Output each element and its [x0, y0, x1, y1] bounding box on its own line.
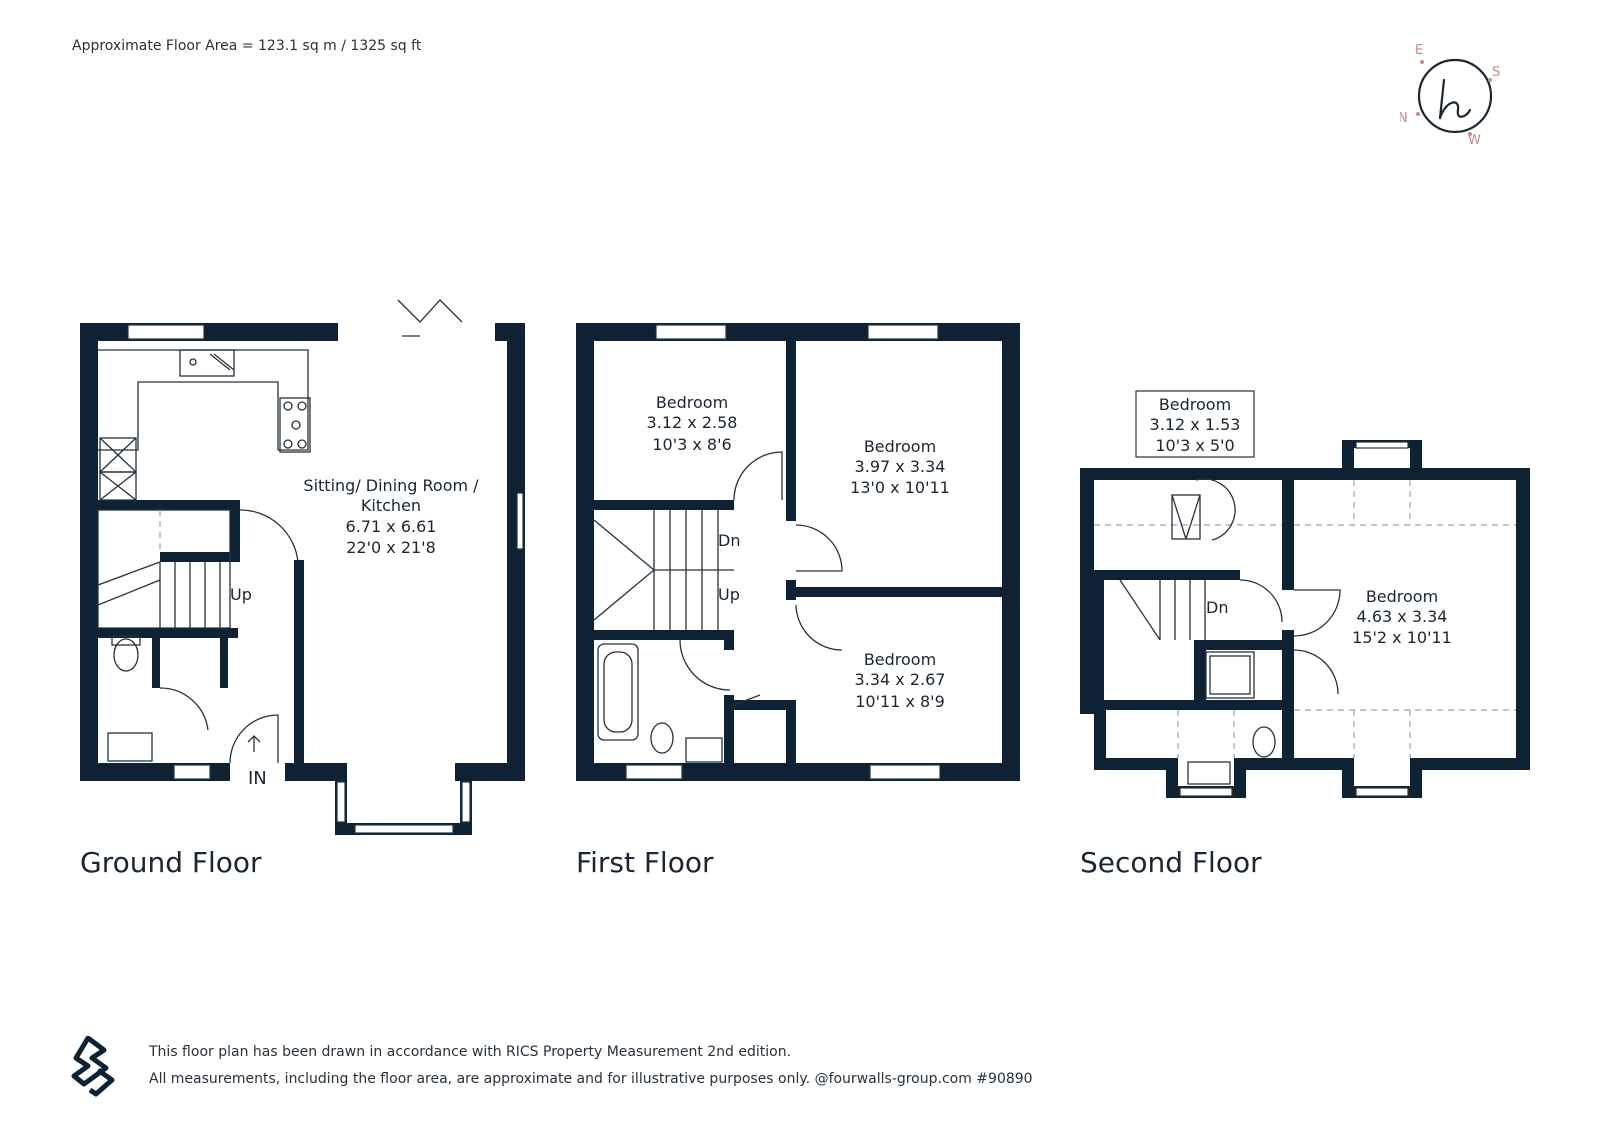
ff-bedroom-c-metric: 3.34 x 2.67 — [855, 670, 946, 689]
sf-stairs-down-label: Dn — [1206, 598, 1228, 617]
ff-bedroom-a-name: Bedroom — [656, 393, 728, 412]
compass-letter-s: S — [1492, 65, 1500, 80]
second-floor-plan — [1080, 390, 1530, 798]
compass-letter-e: E — [1415, 43, 1423, 58]
gf-room-name-line2: Kitchen — [361, 496, 421, 515]
compass-letter-n: N — [1400, 111, 1408, 126]
compass-letter-w: W — [1468, 133, 1481, 148]
sf-bedroom-large-metric: 4.63 x 3.34 — [1357, 607, 1448, 626]
ff-bedroom-b-imperial: 13'0 x 10'11 — [850, 478, 950, 497]
sf-bedroom-small-imperial: 10'3 x 5'0 — [1155, 436, 1234, 455]
sf-bedroom-large-imperial: 15'2 x 10'11 — [1352, 628, 1452, 647]
first-floor-title: First Floor — [576, 846, 714, 879]
ground-floor-title: Ground Floor — [80, 846, 262, 879]
compass-logo-icon: E S N W — [1400, 43, 1500, 148]
gf-room-imperial: 22'0 x 21'8 — [346, 538, 436, 557]
gf-stairs-up-label: Up — [230, 585, 252, 604]
ff-bedroom-c-imperial: 10'11 x 8'9 — [855, 692, 945, 711]
sf-bedroom-large-name: Bedroom — [1366, 587, 1438, 606]
sf-bedroom-small-name: Bedroom — [1159, 395, 1231, 414]
second-floor-title: Second Floor — [1080, 846, 1262, 879]
ff-bedroom-a-metric: 3.12 x 2.58 — [647, 413, 738, 432]
first-floor-plan — [576, 323, 1020, 781]
gf-room-name-line1: Sitting/ Dining Room / — [303, 476, 479, 495]
footer-rics-note: This floor plan has been drawn in accord… — [149, 1044, 792, 1060]
gf-entrance-label: IN — [248, 768, 267, 789]
footer-disclaimer: All measurements, including the floor ar… — [149, 1071, 1033, 1087]
ff-bedroom-b-name: Bedroom — [864, 437, 936, 456]
floor-area-note: Approximate Floor Area = 123.1 sq m / 13… — [72, 38, 422, 54]
ff-bedroom-a-imperial: 10'3 x 8'6 — [652, 435, 731, 454]
ground-floor-plan — [80, 299, 525, 835]
gf-room-metric: 6.71 x 6.61 — [346, 517, 437, 536]
sf-bedroom-small-metric: 3.12 x 1.53 — [1150, 415, 1241, 434]
ff-bedroom-b-metric: 3.97 x 3.34 — [855, 457, 946, 476]
fourwalls-logo-icon — [71, 1036, 115, 1097]
ff-bedroom-c-name: Bedroom — [864, 650, 936, 669]
ff-stairs-up-label: Up — [718, 585, 740, 604]
ff-stairs-down-label: Dn — [718, 531, 740, 550]
